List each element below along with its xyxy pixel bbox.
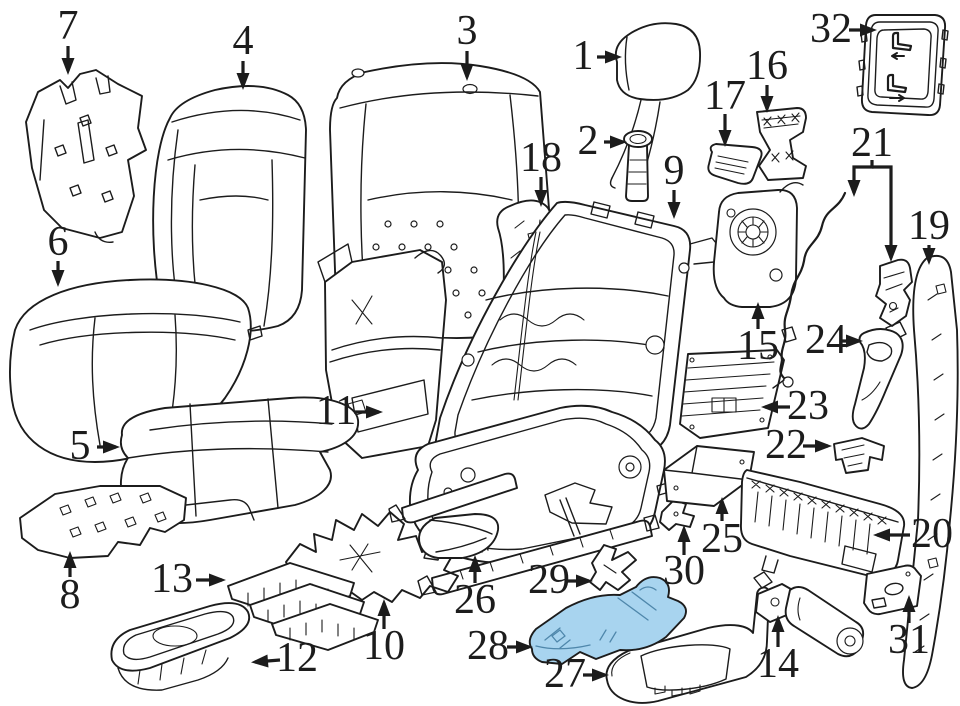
part-label-27[interactable]: 27 [544,651,586,698]
part-label-20[interactable]: 20 [911,511,953,558]
part-label-22[interactable]: 22 [765,422,807,469]
part-label-26[interactable]: 26 [454,577,496,624]
part-label-29[interactable]: 29 [528,557,570,604]
part-label-17[interactable]: 17 [704,73,746,120]
part-label-32[interactable]: 32 [810,6,852,53]
part-label-30[interactable]: 30 [663,548,705,595]
seat-profile-arrow-right-icon [886,73,908,102]
part-label-10[interactable]: 10 [363,623,405,670]
part-29-front-bracket-drawing [589,544,637,591]
part-label-4[interactable]: 4 [232,18,254,65]
leader-arrows [51,23,936,682]
part-label-15[interactable]: 15 [737,323,779,370]
part-label-28[interactable]: 28 [467,623,509,670]
part-label-21[interactable]: 21 [851,120,893,167]
part-label-18[interactable]: 18 [520,135,562,182]
part-8-underlay-drawing [19,485,255,559]
part-label-5[interactable]: 5 [69,423,91,470]
part-22-clip-drawing [833,437,885,474]
part-label-31[interactable]: 31 [888,617,930,664]
part-label-7[interactable]: 7 [57,3,79,50]
part-label-25[interactable]: 25 [701,516,743,563]
part-15-drive-drawing [712,182,804,308]
part-30-rear-bracket-drawing [659,499,695,531]
part-2-headrest-sleeve-drawing [623,130,653,202]
part-4-backrest-cover-drawing [152,85,307,333]
part-5-seat-cushion-cover-drawing [119,396,359,525]
part-label-1[interactable]: 1 [572,33,594,80]
part-label-11[interactable]: 11 [315,388,357,435]
part-20-tray-drawing [740,469,906,579]
part-label-12[interactable]: 12 [276,635,318,682]
part-24-handle-drawing [851,328,904,430]
part-label-3[interactable]: 3 [456,8,478,55]
part-label-16[interactable]: 16 [746,43,788,90]
part-1-headrest-drawing [609,22,701,194]
part-17-trim-cap-drawing [707,143,763,185]
part-26-trim-cover-drawing [418,513,500,559]
part-label-2[interactable]: 2 [577,118,599,165]
part-label-13[interactable]: 13 [151,556,193,603]
part-12-blower-drawing [110,602,251,691]
part-label-8[interactable]: 8 [59,572,81,619]
part-label-6[interactable]: 6 [47,219,69,266]
part-16-duct-drawing [756,107,807,181]
part-25-cover-panel-drawing [656,445,755,507]
part-23-rear-panel-drawing [679,349,785,439]
part-label-19[interactable]: 19 [908,203,950,250]
part-21-cable-latch-drawing [772,191,913,389]
part-14-motor-drawing [753,571,865,658]
seat-profile-arrow-left-icon [891,31,913,60]
part-28-inner-trim-drawing[interactable] [528,576,687,665]
part-label-23[interactable]: 23 [787,383,829,430]
part-label-9[interactable]: 9 [663,148,685,195]
part-7-backrest-rear-panel-drawing [25,69,147,243]
part-label-24[interactable]: 24 [805,317,847,364]
part-13-heater-drawing [227,562,379,651]
part-label-14[interactable]: 14 [757,641,799,688]
